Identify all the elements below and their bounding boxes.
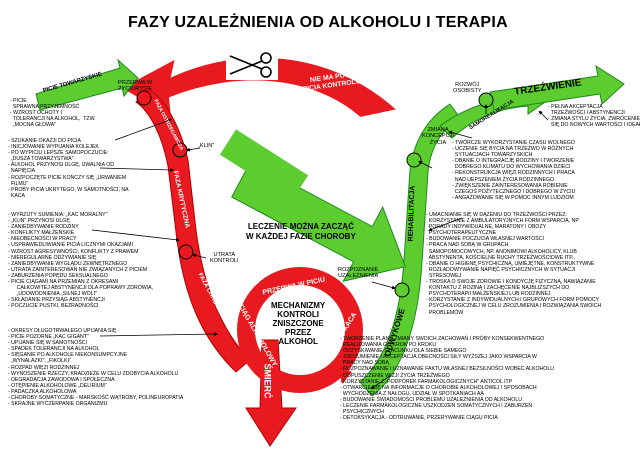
milestone-dot	[394, 282, 410, 298]
text-rehabilitacja: - UMACNIANIE SIĘ W DĄŻENIU DO TRZEŹWOŚCI…	[426, 212, 602, 316]
text-picie-towarzyskie: - PICIE SPRAWNA PRZYJEMNOŚĆ - WZROST OCH…	[10, 98, 96, 129]
label-mechanizmy: MECHANIZMY KONTROLI ZNISZCZONE PRZEZ ALK…	[271, 301, 326, 346]
milestone-dot	[178, 244, 194, 260]
label-smierc: ŚMIERĆ	[262, 363, 273, 399]
death-arrow	[245, 339, 297, 447]
label-zmiana-koncepcji: ZMIANA KONCEPCJI ŻYCIA	[422, 127, 455, 146]
label-rozwoj-osobisty: ROZWÓJ OSOBISTY	[453, 82, 482, 95]
milestone-dot	[478, 92, 494, 108]
social-drinking-arrow	[35, 58, 139, 111]
label-utrata-kontroli: UTRATA KONTROLI	[210, 252, 239, 265]
text-odwykowe: - TWORZENIE PLANU ZMIANY SWOICH ZACHOWAŃ…	[340, 336, 554, 422]
page-title: FAZY UZALEŻNIENIA OD ALKOHOLU I TERAPIA	[128, 14, 508, 31]
milestone-dot	[406, 152, 422, 168]
text-faza-chroniczna: - OKRESY DŁUGOTRWAŁEGO UPIJANIA SIĘ - PI…	[8, 328, 184, 408]
label-klin: „KLIN"	[198, 143, 215, 149]
text-samorealizacja: - TWÓRCZE WYKORZYSTANIE CZASU WOLNEGO - …	[452, 140, 576, 201]
text-trzezwienie: - PEŁNA AKCEPTACJA TRZEŹWOŚCI I ABSTYNEN…	[548, 104, 640, 129]
drinking-cycle-ring	[237, 267, 363, 393]
label-przerwa-zyciorysie: PRZERWA W ŻYCIORYSIE	[118, 80, 153, 93]
no-return-arrow	[117, 55, 401, 120]
text-faza-ostrzegawcza: - SZUKANIE OKAZJI DO PICIA - INICJOWANIE…	[8, 138, 129, 199]
scissors-icon	[226, 50, 278, 80]
label-rozpoznanie: ROZPOZNANIE UZALEŻNIENIA	[338, 267, 379, 280]
text-faza-krytyczna: - WYRZUTY SUMIENIA: „KAC MORALNY" - „KLI…	[8, 212, 153, 310]
treatment-start-arrow	[231, 161, 407, 282]
sobriety-arrow	[489, 64, 625, 111]
milestone-dot	[136, 90, 152, 106]
label-leczenie-mozna: LECZENIE MOŻNA ZACZĄĆ W KAŻDEJ FAZIE CHO…	[246, 222, 356, 241]
